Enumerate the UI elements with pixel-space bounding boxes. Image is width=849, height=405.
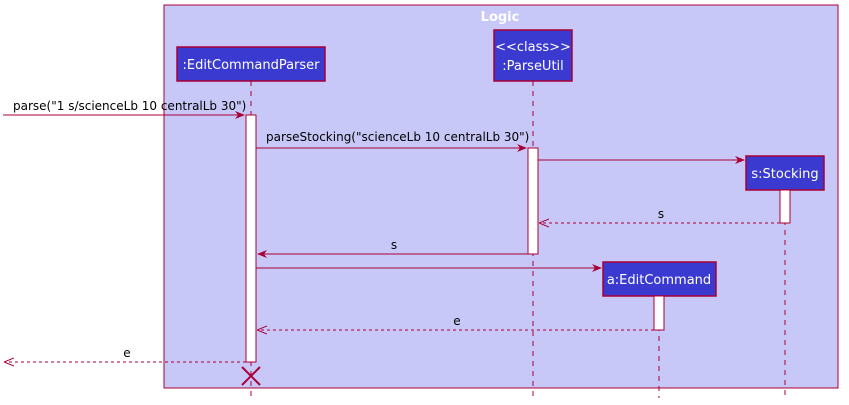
- participant-edit-command-parser: :EditCommandParser: [176, 46, 326, 82]
- message-editcommand-return-label: e: [453, 314, 460, 328]
- message-parse-return-label: e: [123, 346, 130, 360]
- activation-parseutil: [527, 147, 539, 255]
- activation-parser: [245, 114, 257, 363]
- participant-stocking: s:Stocking: [745, 155, 825, 191]
- participant-stereotype: <<class>>: [495, 40, 571, 55]
- participant-parse-util: <<class>> :ParseUtil: [493, 29, 573, 82]
- participant-label: a:EditCommand: [607, 273, 711, 288]
- package-title: Logic: [481, 10, 520, 25]
- activation-stocking: [779, 189, 791, 224]
- participant-label: s:Stocking: [751, 167, 818, 182]
- message-parse-stocking-label: parseStocking("scienceLb 10 centralLb 30…: [266, 130, 529, 144]
- participant-label: :EditCommandParser: [182, 58, 320, 73]
- participant-edit-command: a:EditCommand: [602, 261, 717, 297]
- activation-editcommand: [653, 295, 665, 331]
- message-parse-label: parse("1 s/scienceLb 10 centralLb 30"): [13, 99, 246, 113]
- message-stocking-return-label: s: [658, 207, 664, 221]
- participant-label: :ParseUtil: [502, 59, 564, 74]
- message-parseutil-return-label: s: [391, 238, 397, 252]
- destroy-cross-icon: [241, 366, 261, 386]
